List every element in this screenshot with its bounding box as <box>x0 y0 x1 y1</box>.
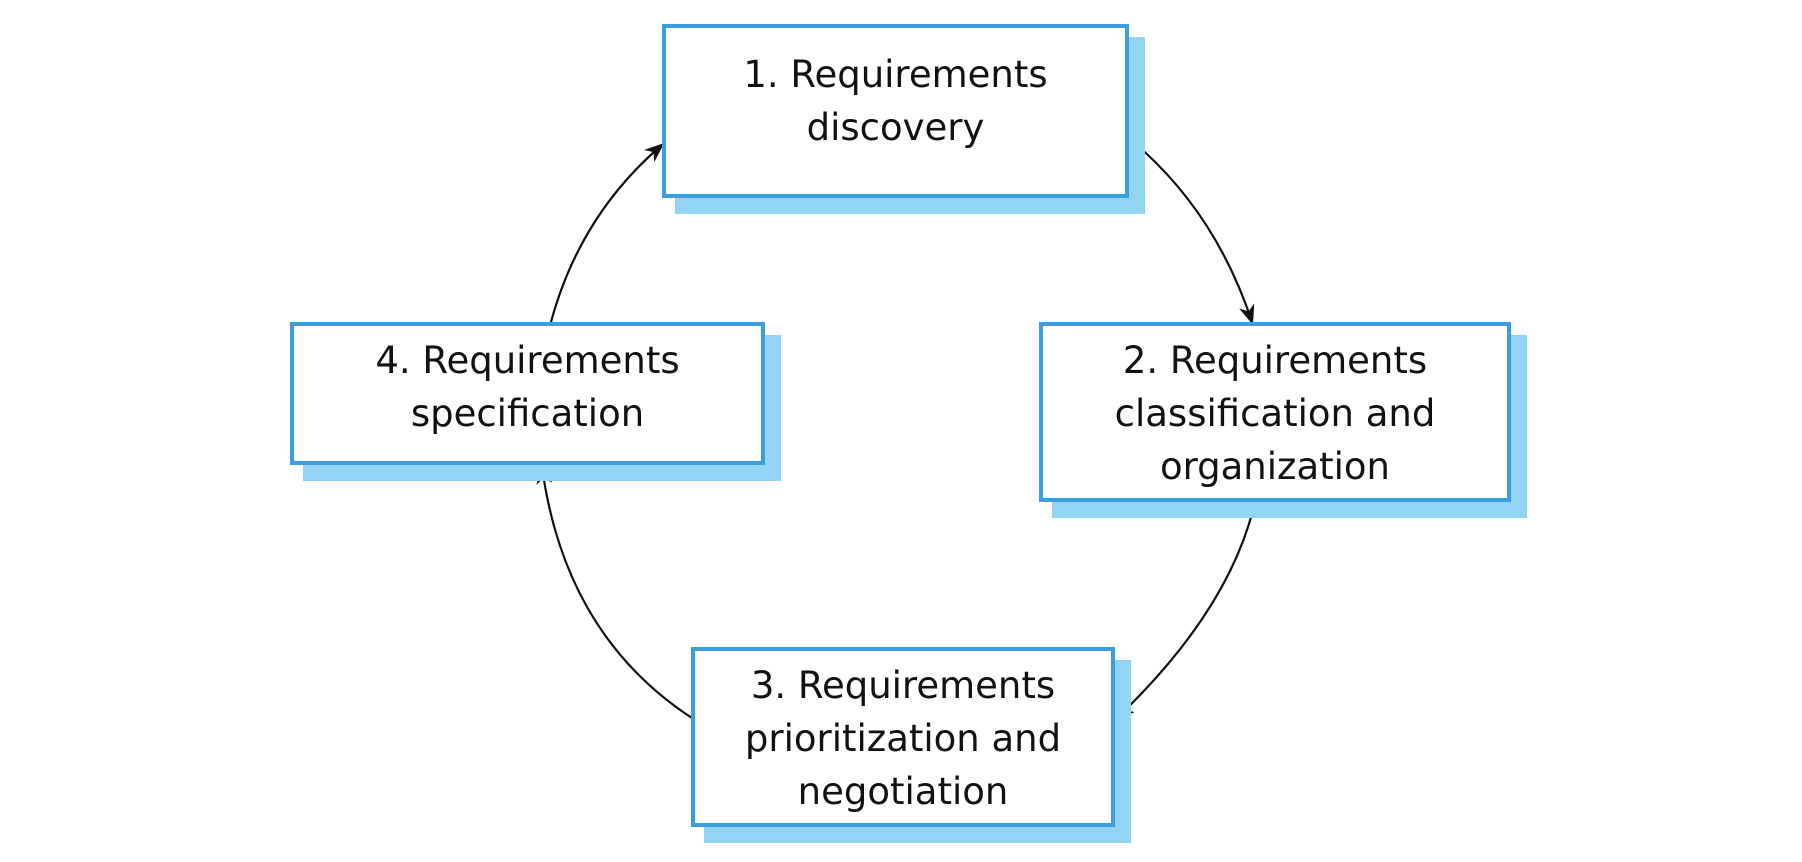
stage-box: 3. Requirements prioritization and negot… <box>691 647 1115 827</box>
stage-box: 1. Requirements discovery <box>662 24 1129 198</box>
arrow-prioritization-to-specification <box>536 464 693 719</box>
stage-box: 2. Requirements classification and organ… <box>1039 322 1511 502</box>
stage-label: 2. Requirements classification and organ… <box>1114 339 1436 488</box>
stage-requirements-classification: 2. Requirements classification and organ… <box>1039 322 1527 518</box>
stage-box: 4. Requirements specification <box>290 322 765 465</box>
arrow-classification-to-prioritization <box>1114 501 1257 721</box>
stage-requirements-discovery: 1. Requirements discovery <box>662 24 1145 214</box>
stage-requirements-specification: 4. Requirements specification <box>290 322 781 481</box>
arrow-discovery-to-classification <box>1130 139 1255 325</box>
arrow-specification-to-discovery <box>549 143 665 323</box>
stage-label: 4. Requirements specification <box>375 339 680 435</box>
stage-label: 3. Requirements prioritization and negot… <box>744 664 1062 813</box>
stage-requirements-prioritization: 3. Requirements prioritization and negot… <box>691 647 1131 843</box>
stage-label: 1. Requirements discovery <box>743 53 1048 149</box>
